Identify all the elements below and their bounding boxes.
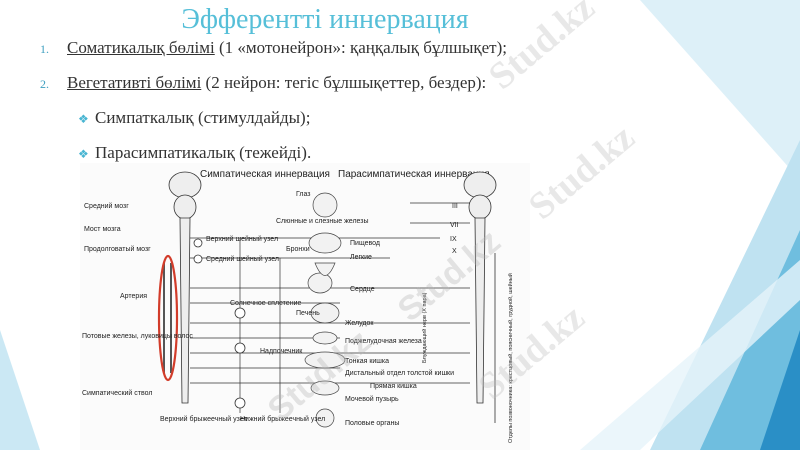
somatic-desc: (1 «мотонейрон»: қаңқалық бұлшықет); xyxy=(214,38,507,57)
label-lower-mesenteric: Нижний брыжеечный узел xyxy=(240,415,325,423)
label-artery: Артерия xyxy=(120,293,147,300)
label-cn-10: X xyxy=(452,248,457,255)
label-spine-sections: Отделы позвоночника: крестцовый, пояснич… xyxy=(507,273,514,443)
label-symp-trunk: Симпатический ствол xyxy=(82,389,152,397)
diamond-bullet-icon: ❖ xyxy=(78,112,89,126)
label-pancreas: Поджелудочная железа xyxy=(345,338,422,345)
label-small-intestine: Тонкая кишка xyxy=(345,358,389,365)
sympathetic-text: Симпаткалық (стимулдайды); xyxy=(95,108,311,127)
ganglia xyxy=(193,238,246,409)
label-middle-cervical: Средний шейный узел xyxy=(206,255,279,263)
para-header-l1: Парасимпатическая иннервация xyxy=(338,169,490,180)
sublist-item-parasympathetic: ❖ Парасимпатикалық (тежейді). xyxy=(40,143,640,178)
highlight-oval xyxy=(157,254,179,382)
autonomic-desc: (2 нейрон: тегіс бұлшықеттер, бездер): xyxy=(201,73,487,92)
label-vagus: Блуждающий нерв (X пара) xyxy=(421,292,428,363)
right-brain xyxy=(463,171,497,423)
label-sweat-glands: Потовые железы, луковицы волос xyxy=(82,333,193,340)
diamond-bullet-icon: ❖ xyxy=(78,147,89,161)
list-item-somatic: 1. Соматикалық бөлімі (1 «мотонейрон»: қ… xyxy=(40,38,640,73)
label-pons: Мост мозга xyxy=(84,226,121,233)
symp-header: Симпатическая иннервация xyxy=(200,169,330,180)
label-genitals: Половые органы xyxy=(345,420,399,427)
label-cn-3: III xyxy=(452,203,458,210)
label-bronchi: Бронхи xyxy=(286,246,310,253)
para-header: Парасимпатическая иннервация xyxy=(338,169,490,180)
label-heart: Сердце xyxy=(350,286,375,293)
somatic-term: Соматикалық бөлімі xyxy=(67,38,215,57)
left-brain xyxy=(168,171,202,404)
list-number: 2. xyxy=(40,77,49,91)
label-upper-cervical: Верхний шейный узел xyxy=(206,235,278,243)
sympathetic-chain xyxy=(163,263,172,373)
content-list: 1. Соматикалық бөлімі (1 «мотонейрон»: қ… xyxy=(40,38,640,178)
label-midbrain: Средний мозг xyxy=(84,202,129,210)
label-stomach: Желудок xyxy=(345,320,374,327)
label-eye: Глаз xyxy=(296,191,311,198)
label-esophagus: Пищевод xyxy=(350,240,380,247)
label-rectum: Прямая кишка xyxy=(370,383,417,390)
parasympathetic-text: Парасимпатикалық (тежейді). xyxy=(95,143,312,162)
list-number: 1. xyxy=(40,42,49,56)
autonomic-term: Вегетативті бөлімі xyxy=(67,73,202,92)
list-item-autonomic: 2. Вегетативті бөлімі (2 нейрон: тегіс б… xyxy=(40,73,640,108)
symp-header-l1: Симпатическая иннервация xyxy=(200,169,330,180)
sublist-item-sympathetic: ❖ Симпаткалық (стимулдайды); xyxy=(40,108,640,143)
label-medulla: Продолговатый мозг xyxy=(84,245,151,253)
slide-title: Эфферентті иннервация xyxy=(181,4,469,35)
label-cn-9: IX xyxy=(450,236,457,243)
label-bladder: Мочевой пузырь xyxy=(345,395,399,403)
label-solar-plexus: Солнечное сплетение xyxy=(230,300,301,307)
label-cn-7: VII xyxy=(450,222,459,229)
label-lungs: Легкие xyxy=(350,254,372,261)
label-adrenal: Надпочечник xyxy=(260,348,303,355)
label-liver: Печень xyxy=(296,310,320,317)
label-colon: Дистальный отдел толстой кишки xyxy=(345,369,454,377)
label-glands: Слюнные и слезные железы xyxy=(276,218,369,225)
organ-sketches xyxy=(304,192,346,428)
innervation-diagram: Симпатическая иннервация Парасимпатическ… xyxy=(80,163,530,450)
label-upper-mesenteric: Верхний брыжеечный узел xyxy=(160,415,247,423)
